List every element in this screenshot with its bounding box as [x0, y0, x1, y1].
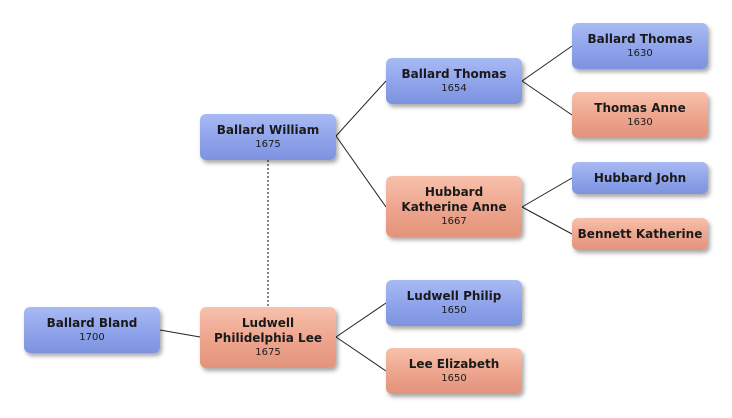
person-name: Lee Elizabeth — [408, 357, 500, 371]
person-ludwell-philidelphia-lee[interactable]: Ludwell Philidelphia Lee 1675 — [200, 307, 336, 368]
connector-line — [335, 336, 387, 372]
connector-line — [159, 329, 201, 338]
person-name: Hubbard Katherine Anne — [401, 185, 507, 214]
person-thomas-anne[interactable]: Thomas Anne 1630 — [572, 92, 708, 138]
person-ludwell-philip[interactable]: Ludwell Philip 1650 — [386, 280, 522, 326]
person-name: Ballard William — [216, 123, 320, 137]
person-year: 1650 — [441, 305, 467, 316]
person-lee-elizabeth[interactable]: Lee Elizabeth 1650 — [386, 348, 522, 394]
connector-line — [521, 206, 573, 235]
person-year: 1675 — [255, 139, 281, 150]
person-name: Bennett Katherine — [577, 226, 703, 241]
person-name: Thomas Anne — [594, 101, 686, 115]
person-name: Ballard Thomas — [401, 67, 507, 81]
person-ballard-thomas-1630[interactable]: Ballard Thomas 1630 — [572, 23, 708, 69]
person-name: Ballard Thomas — [587, 32, 693, 46]
person-ballard-thomas-1654[interactable]: Ballard Thomas 1654 — [386, 58, 522, 104]
person-year: 1700 — [79, 332, 105, 343]
person-year: 1667 — [441, 216, 467, 227]
person-bennett-katherine[interactable]: Bennett Katherine — [572, 218, 708, 250]
person-hubbard-katherine-anne[interactable]: Hubbard Katherine Anne 1667 — [386, 176, 522, 237]
connector-line — [521, 177, 573, 208]
person-year: 1630 — [627, 48, 653, 59]
person-year: 1654 — [441, 83, 467, 94]
person-ballard-bland[interactable]: Ballard Bland 1700 — [24, 307, 160, 353]
person-ballard-william[interactable]: Ballard William 1675 — [200, 114, 336, 160]
person-hubbard-john[interactable]: Hubbard John — [572, 162, 708, 194]
person-year: 1675 — [255, 347, 281, 358]
connector-line — [335, 80, 387, 137]
person-year: 1630 — [627, 117, 653, 128]
connector-line — [521, 45, 573, 82]
person-name: Ludwell Philidelphia Lee — [214, 316, 322, 345]
connector-line — [335, 135, 387, 208]
connector-line — [521, 80, 573, 116]
connector-line — [335, 302, 387, 338]
person-name: Ludwell Philip — [406, 289, 502, 303]
person-name: Hubbard John — [593, 170, 687, 185]
person-year: 1650 — [441, 373, 467, 384]
person-name: Ballard Bland — [46, 316, 138, 330]
